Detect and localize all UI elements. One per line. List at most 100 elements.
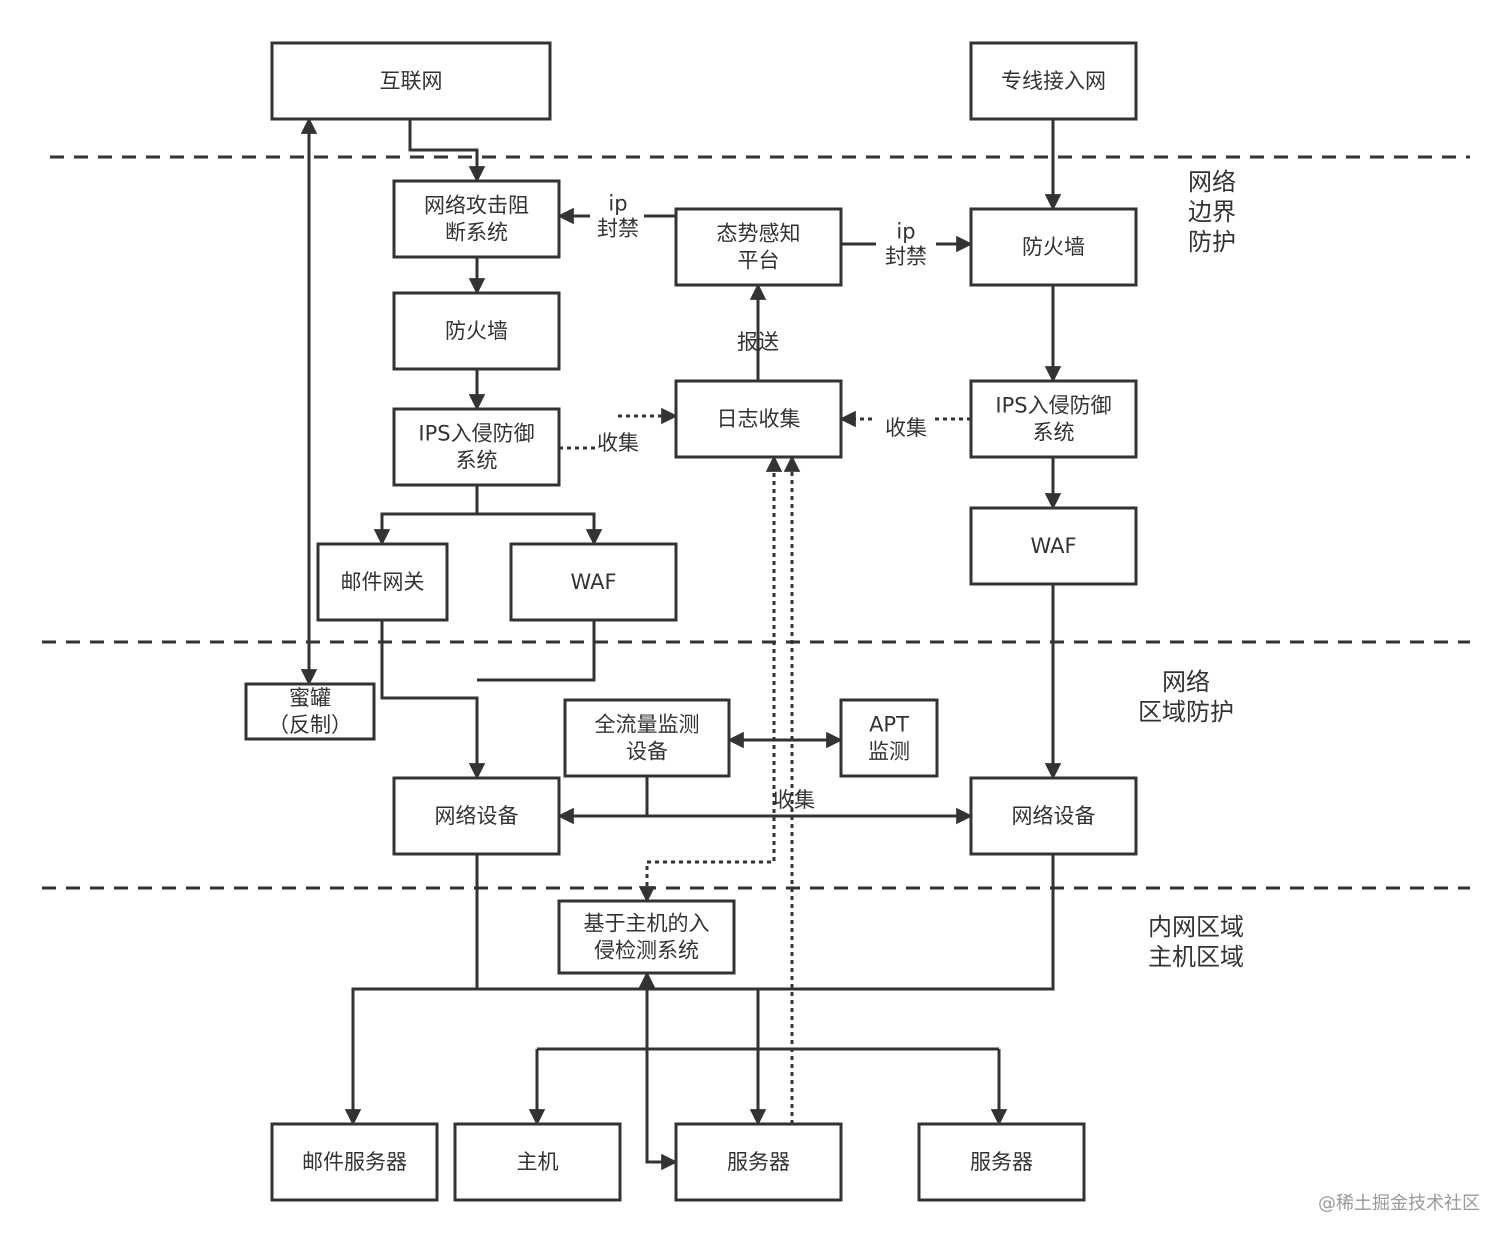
- diagram-edges: [300, 117, 1062, 1171]
- node-label-attack-block: 网络攻击阻: [424, 194, 529, 218]
- node-mail-gateway: 邮件网关: [316, 542, 449, 622]
- node-label-ips-left: IPS入侵防御: [418, 422, 534, 446]
- node-label-host: 主机: [517, 1150, 559, 1174]
- watermark: @稀土掘金技术社区: [1318, 1193, 1480, 1214]
- edge-netdev-right-down: [344, 854, 1055, 1126]
- node-box-log-collection: [674, 379, 843, 459]
- node-label-server-right: 服务器: [970, 1150, 1033, 1174]
- node-label-netdev-left: 网络设备: [435, 804, 519, 828]
- node-label-firewall-left: 防火墙: [445, 319, 508, 343]
- node-label-mail-server: 邮件服务器: [302, 1150, 407, 1174]
- edge-log-to-hids: [638, 455, 783, 903]
- edge-label-ip-block-right: 封禁: [885, 245, 927, 269]
- node-server-right: 服务器: [917, 1122, 1086, 1202]
- node-label-honeypot: （反制）: [268, 713, 352, 737]
- node-box-mail-gateway: [316, 542, 449, 622]
- edge-label-collect-mid: 收集: [773, 788, 815, 812]
- node-box-server-right: [917, 1122, 1086, 1202]
- zone-label-intranet: 内网区域: [1148, 913, 1244, 941]
- node-label-situation-awareness: 态势感知: [717, 222, 801, 246]
- node-label-firewall-right: 防火墙: [1022, 235, 1085, 259]
- node-label-full-traffic: 全流量监测: [595, 713, 700, 737]
- node-server-mid: 服务器: [674, 1122, 843, 1202]
- node-label-ips-right: IPS入侵防御: [995, 394, 1111, 418]
- edge-waf-left-to-netdev: [477, 620, 596, 682]
- node-firewall-right: 防火墙: [969, 207, 1138, 287]
- node-label-full-traffic: 设备: [626, 740, 668, 764]
- zone-label-intranet: 主机区域: [1148, 943, 1244, 971]
- edge-label-ip-block-left: 封禁: [597, 217, 639, 241]
- zone-label-border: 网络: [1188, 168, 1236, 196]
- node-box-full-traffic: [563, 698, 731, 778]
- node-waf-left: WAF: [509, 542, 678, 622]
- edge-ips-left-to-mail-gateway: [373, 485, 479, 546]
- edge-label-collect-left: 收集: [597, 431, 639, 455]
- node-box-attack-block: [392, 179, 561, 259]
- node-label-attack-block: 断系统: [445, 221, 508, 245]
- node-host: 主机: [453, 1122, 622, 1202]
- node-waf-right: WAF: [969, 506, 1138, 586]
- zone-dividers: [42, 155, 1470, 890]
- node-mail-server: 邮件服务器: [270, 1122, 439, 1202]
- node-box-firewall-left: [392, 291, 561, 371]
- zone-label-border: 边界: [1188, 198, 1236, 226]
- node-label-log-collection: 日志收集: [717, 407, 801, 431]
- node-box-leased-line: [969, 41, 1138, 121]
- node-box-ips-left: [392, 407, 561, 487]
- zone-label-border: 防护: [1188, 228, 1236, 256]
- node-netdev-left: 网络设备: [392, 776, 561, 856]
- node-box-hids: [557, 899, 736, 975]
- edge-internet-to-attack-block: [408, 119, 486, 183]
- node-log-collection: 日志收集: [674, 379, 843, 459]
- node-label-situation-awareness: 平台: [738, 249, 780, 273]
- node-label-netdev-right: 网络设备: [1012, 804, 1096, 828]
- node-box-mail-server: [270, 1122, 439, 1202]
- node-honeypot: 蜜罐 （反制）: [244, 682, 376, 741]
- node-label-hids: 侵检测系统: [594, 939, 699, 963]
- node-firewall-left: 防火墙: [392, 291, 561, 371]
- edge-label-ip-block-left: ip: [608, 192, 627, 216]
- node-box-waf-right: [969, 506, 1138, 586]
- edge-ips-left-to-waf-left: [477, 512, 603, 546]
- node-box-apt: [839, 698, 939, 778]
- zone-label-area: 网络: [1162, 668, 1210, 696]
- node-box-ips-right: [969, 379, 1138, 459]
- node-label-apt: 监测: [868, 740, 910, 764]
- node-label-server-mid: 服务器: [727, 1150, 790, 1174]
- node-label-leased-line: 专线接入网: [1001, 69, 1106, 93]
- node-box-host: [453, 1122, 622, 1202]
- node-label-waf-left: WAF: [570, 570, 616, 594]
- node-internet: 互联网: [270, 41, 552, 121]
- node-leased-line: 专线接入网: [969, 41, 1138, 121]
- node-label-honeypot: 蜜罐: [289, 686, 331, 710]
- edge-label-ip-block-right: ip: [896, 220, 915, 244]
- node-label-mail-gateway: 邮件网关: [341, 570, 425, 594]
- zone-label-area: 区域防护: [1138, 698, 1234, 726]
- node-label-hids: 基于主机的入: [584, 912, 710, 936]
- node-label-ips-right: 系统: [1033, 421, 1075, 445]
- node-box-server-mid: [674, 1122, 843, 1202]
- node-box-internet: [270, 41, 552, 121]
- node-apt: APT 监测: [839, 698, 939, 778]
- edge-label-collect-right: 收集: [885, 416, 927, 440]
- node-netdev-right: 网络设备: [969, 776, 1138, 856]
- node-box-netdev-right: [969, 776, 1138, 856]
- node-label-apt: APT: [869, 713, 909, 737]
- edge-mail-gateway-to-netdev: [380, 620, 486, 780]
- node-box-waf-left: [509, 542, 678, 622]
- node-box-situation-awareness: [674, 207, 843, 287]
- node-box-firewall-right: [969, 207, 1138, 287]
- edge-label-report: 报送: [737, 330, 779, 354]
- node-box-honeypot: [244, 682, 376, 741]
- node-label-waf-right: WAF: [1030, 534, 1076, 558]
- node-box-netdev-left: [392, 776, 561, 856]
